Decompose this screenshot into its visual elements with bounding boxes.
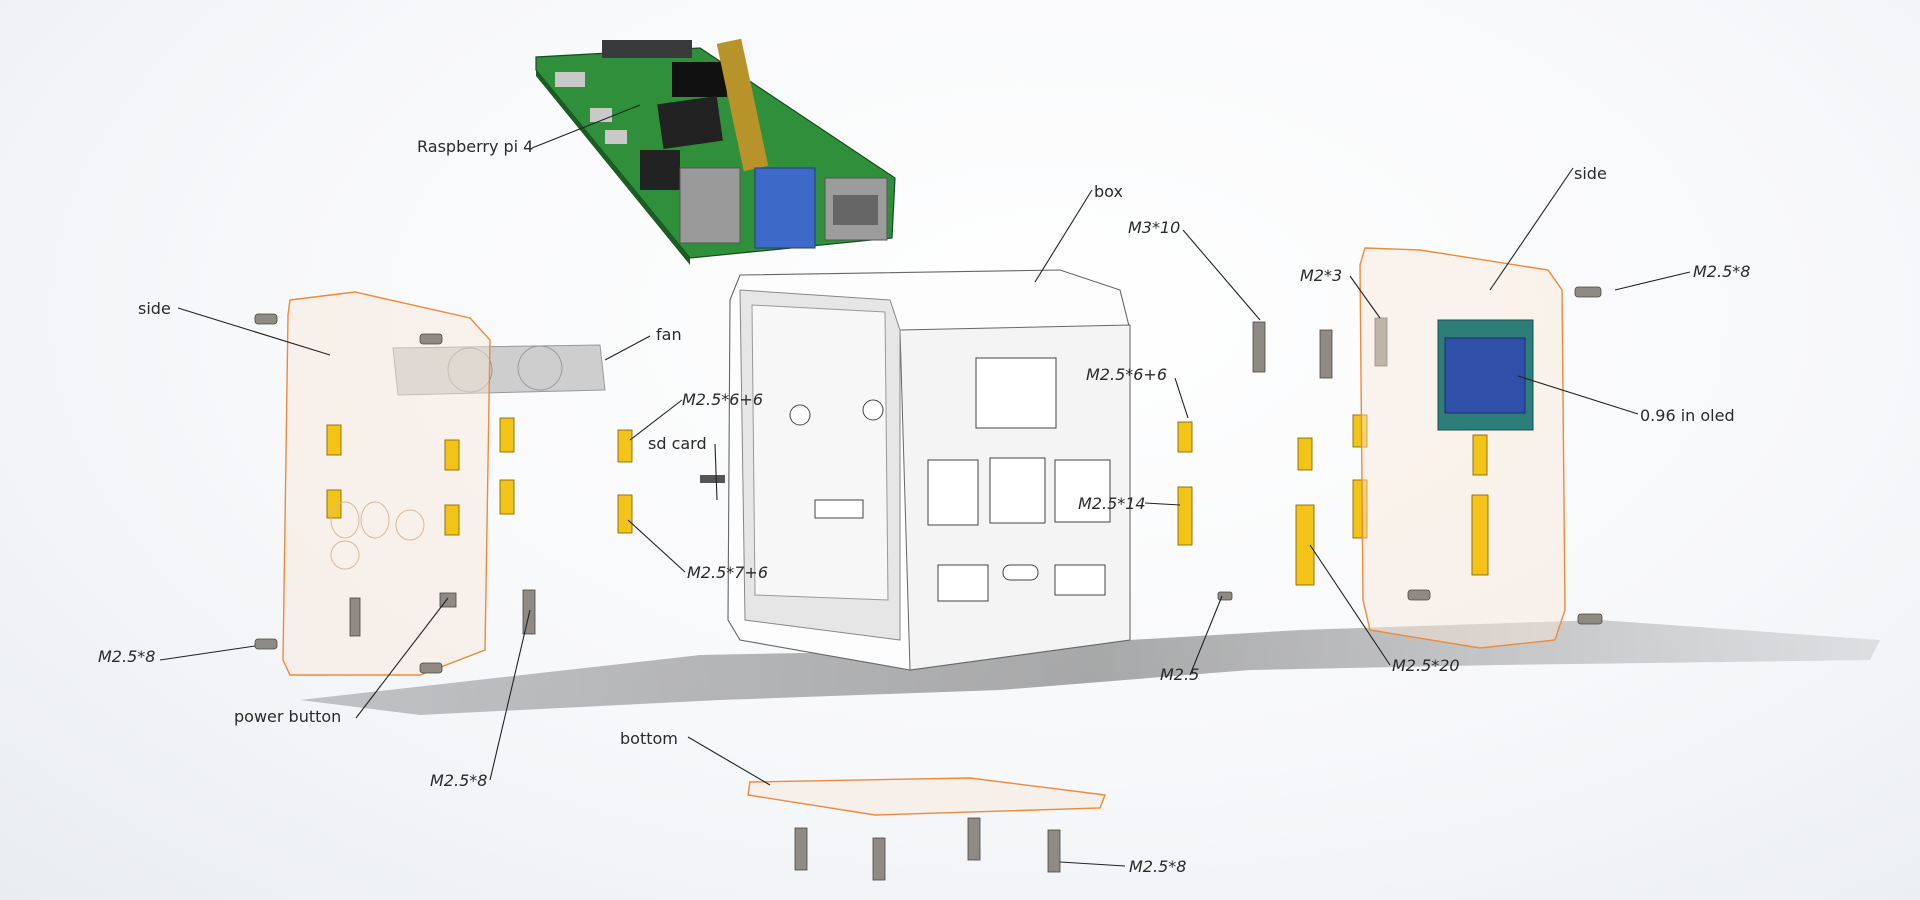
left-panel-screws (254, 313, 443, 674)
label-screw-m25-8-top-right: M2.5*8 (1693, 262, 1750, 281)
right-panel-screws (1407, 286, 1603, 625)
label-raspberry-pi: Raspberry pi 4 (417, 137, 533, 156)
label-screw-m25-8-mid: M2.5*8 (430, 771, 487, 790)
label-oled: 0.96 in oled (1640, 406, 1735, 425)
label-bottom: bottom (620, 729, 678, 748)
label-standoff-m25-6-6-left: M2.5*6+6 (682, 390, 763, 409)
label-side-left: side (138, 299, 171, 318)
box-enclosure (700, 269, 1131, 671)
label-screw-m3-10: M3*10 (1128, 218, 1180, 237)
left-standoffs (499, 417, 633, 635)
ground-shadow (300, 620, 1880, 715)
label-standoff-m25-6-6-right: M2.5*6+6 (1086, 365, 1167, 384)
label-sd-card: sd card (648, 434, 707, 453)
label-standoff-m25-7-6: M2.5*7+6 (687, 563, 768, 582)
label-power-button: power button (234, 707, 341, 726)
label-fan: fan (656, 325, 682, 344)
label-side-right: side (1574, 164, 1607, 183)
bottom-plate (747, 777, 1106, 881)
label-standoff-m25-14: M2.5*14 (1078, 494, 1146, 513)
fan (392, 344, 606, 396)
label-screw-m2-3: M2*3 (1300, 266, 1342, 285)
side-panel-right (1359, 247, 1566, 649)
label-standoff-m25-20: M2.5*20 (1392, 656, 1460, 675)
label-box: box (1094, 182, 1123, 201)
side-panel-left (282, 291, 491, 676)
right-standoffs (1177, 317, 1388, 601)
labels: Raspberry pi 4 box side fan sd card M2.5… (98, 137, 1750, 876)
label-screw-m25-8-bottom: M2.5*8 (1129, 857, 1186, 876)
label-screw-m25-8-left: M2.5*8 (98, 647, 155, 666)
leader-lines (159, 104, 1691, 867)
label-nut-m25: M2.5 (1160, 665, 1199, 684)
raspberry-pi-board (535, 38, 896, 265)
